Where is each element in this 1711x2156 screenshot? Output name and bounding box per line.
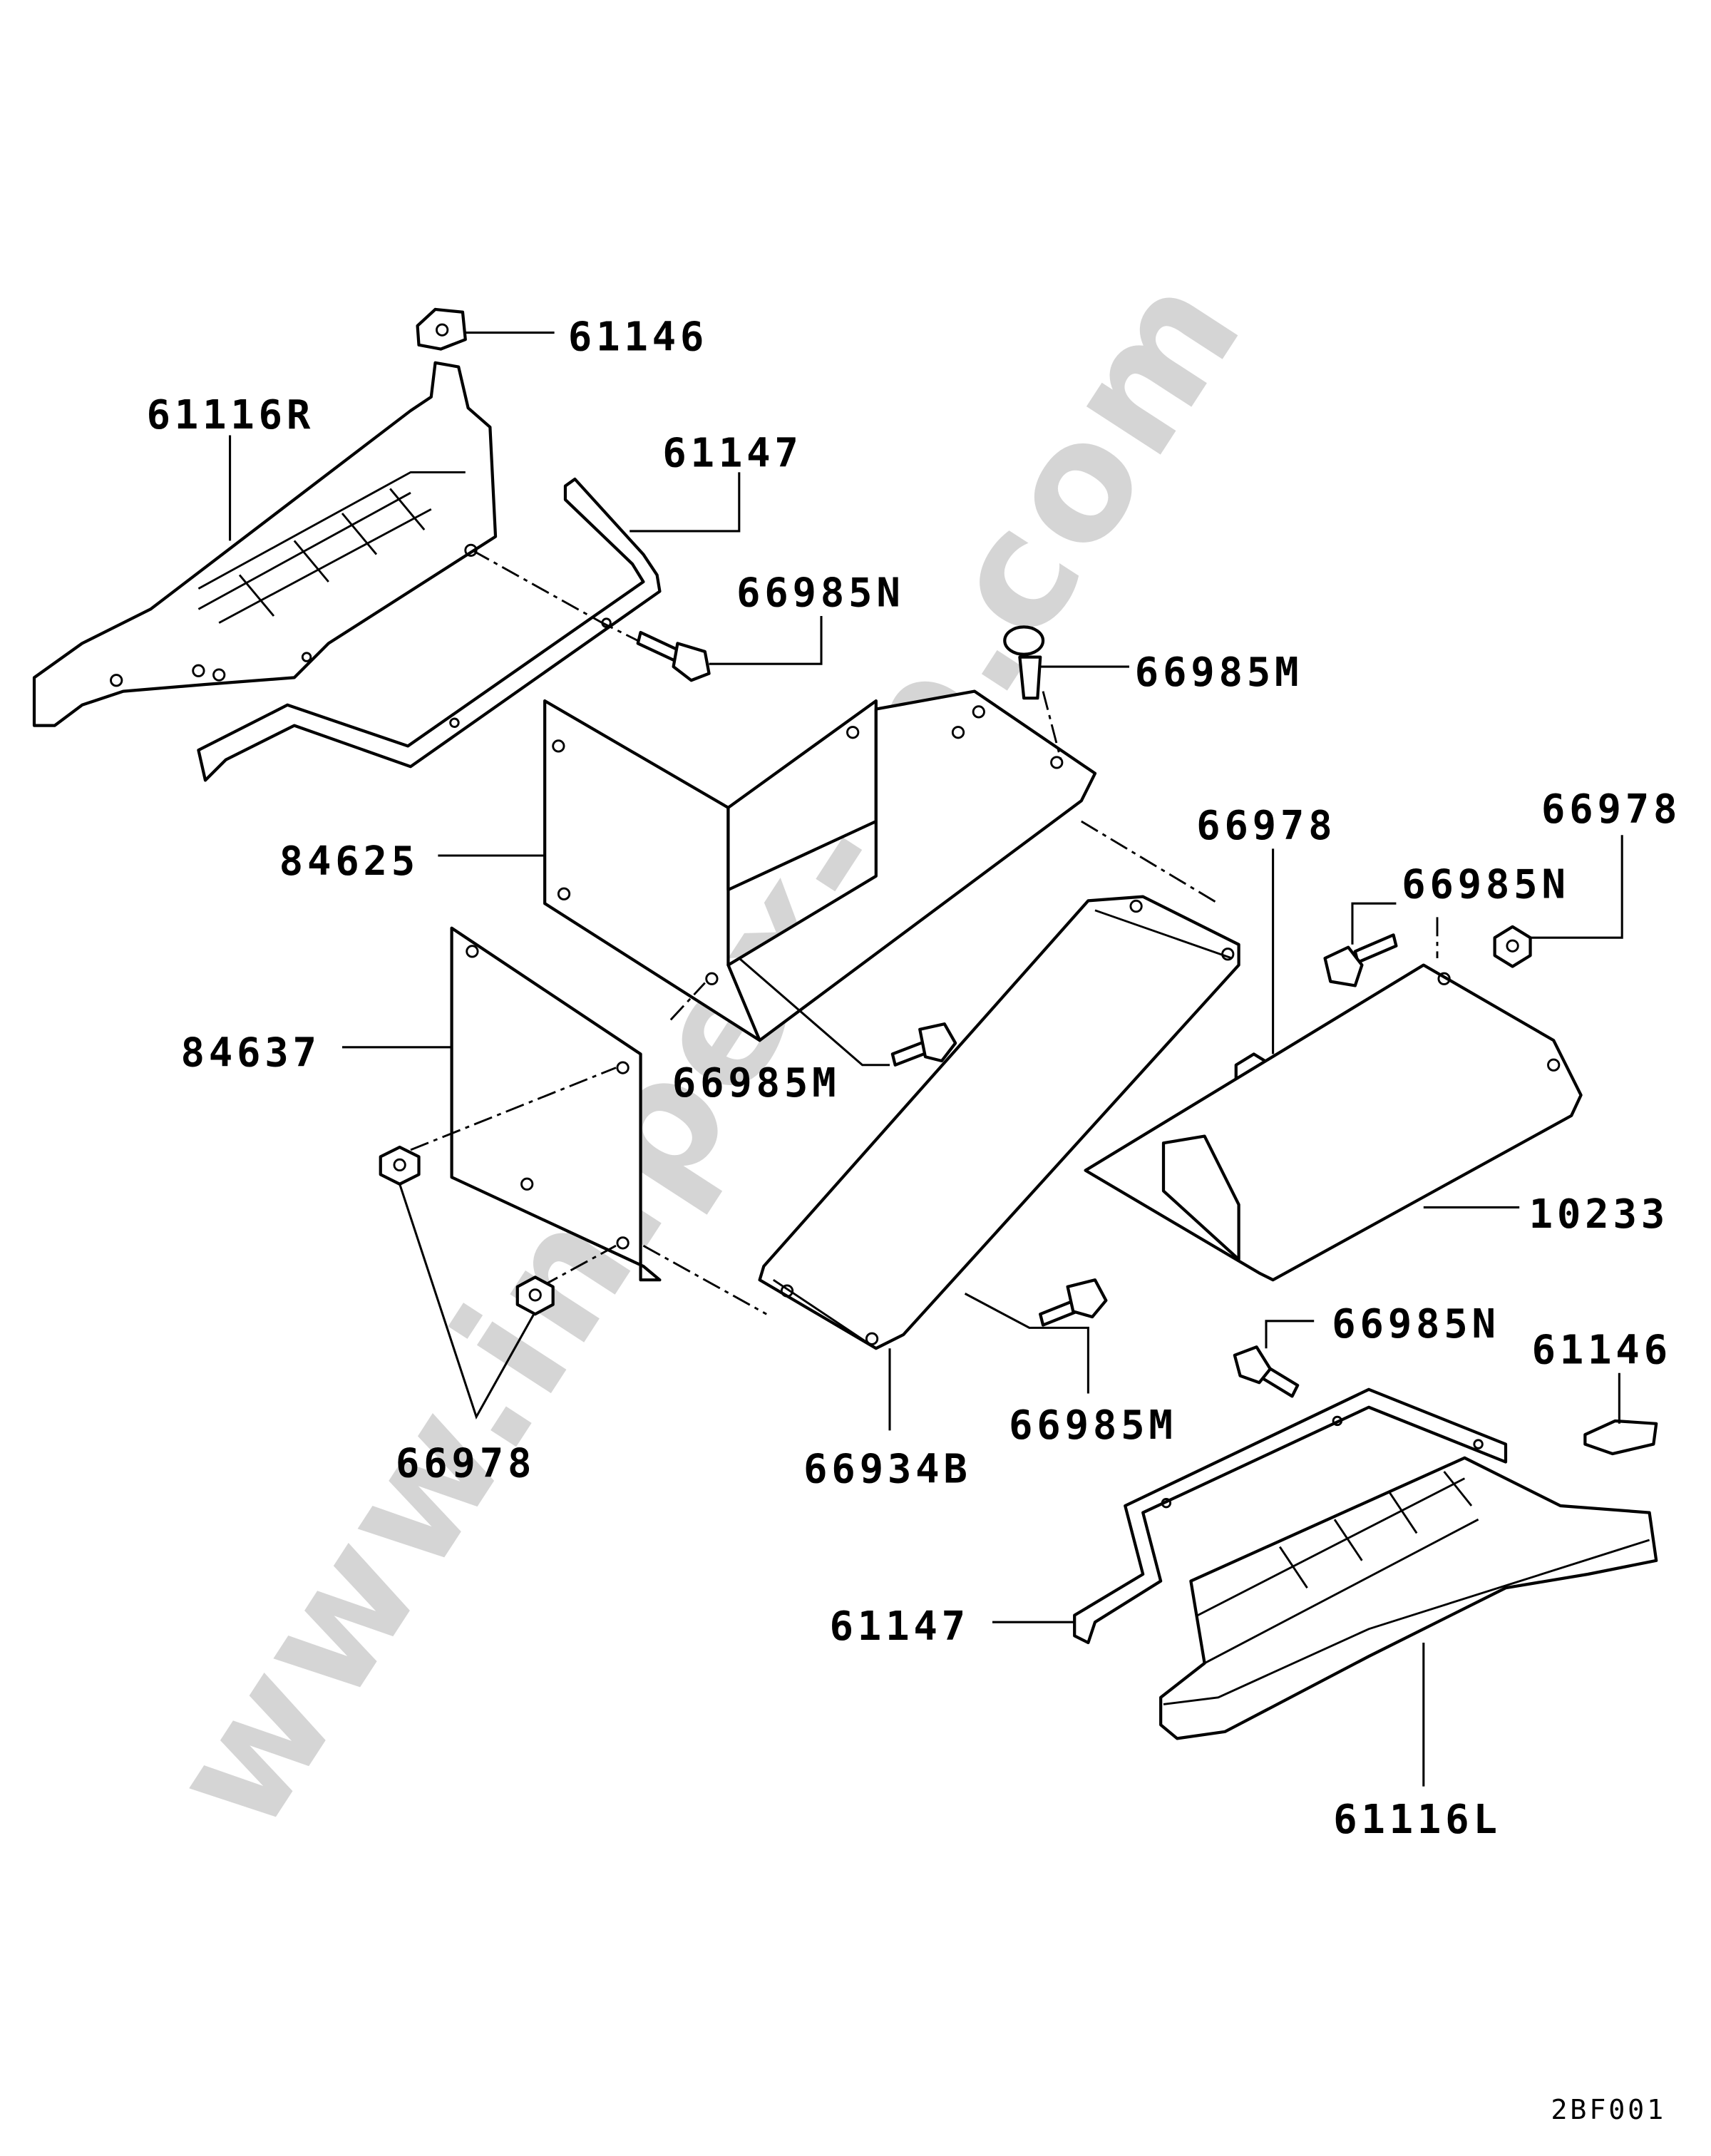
drawing-code: 2BF001 xyxy=(1551,2094,1666,2126)
bolt-66985N-top xyxy=(636,630,711,682)
cover-10233 xyxy=(1084,963,1583,1282)
leader-61147-top xyxy=(630,472,741,533)
label-61147-top: 61147 xyxy=(662,431,802,477)
leader-66985M-bottom xyxy=(964,1293,1089,1394)
guard-61116L xyxy=(1159,1456,1658,1740)
leader-66985M-mid xyxy=(738,957,890,1067)
guard-61116R xyxy=(32,361,498,727)
bracket-61146-bottom xyxy=(1583,1419,1658,1456)
label-66985N-right: 66985N xyxy=(1402,862,1570,908)
label-66985M-bottom: 66985M xyxy=(1009,1402,1177,1449)
label-66985M-mid: 66985M xyxy=(672,1060,841,1107)
bolt-66985N-right xyxy=(1323,933,1398,987)
label-61146-bottom: 61146 xyxy=(1531,1327,1671,1373)
leader-66985N-bottom xyxy=(1265,1320,1315,1349)
leader-66978-right xyxy=(1530,835,1623,939)
label-66934B: 66934B xyxy=(803,1446,972,1492)
centerline xyxy=(1042,691,1219,905)
label-10233: 10233 xyxy=(1529,1191,1669,1238)
label-61116L: 61116L xyxy=(1333,1797,1501,1843)
bolt-66985M-bottom xyxy=(1039,1278,1108,1327)
frame-61147-bottom xyxy=(1073,1387,1508,1645)
bolt-66985M-mid xyxy=(890,1022,957,1067)
plate-84625 xyxy=(543,689,1097,1042)
label-84637: 84637 xyxy=(180,1030,320,1077)
centerline xyxy=(471,549,644,645)
bolt-66985M-top xyxy=(1003,625,1045,700)
leader-66985N-right xyxy=(1351,902,1397,945)
centerline xyxy=(410,982,767,1315)
label-61116R: 61116R xyxy=(146,392,314,438)
bracket-61146-top xyxy=(416,307,467,351)
nut-66978-right xyxy=(1493,925,1532,968)
cover-66934B xyxy=(758,895,1240,1350)
leader-66978-left xyxy=(399,1184,535,1420)
nut-66978-left-a xyxy=(379,1145,421,1186)
label-61146-top: 61146 xyxy=(568,314,708,361)
label-66978-right: 66978 xyxy=(1541,786,1681,833)
label-66985M-top: 66985M xyxy=(1135,650,1303,696)
label-66978-mid: 66978 xyxy=(1196,803,1336,849)
bolt-66985N-bottom xyxy=(1233,1345,1300,1398)
label-66978-left: 66978 xyxy=(396,1441,535,1487)
label-66985N-top: 66985N xyxy=(736,570,905,617)
label-66985N-bottom: 66985N xyxy=(1332,1301,1500,1348)
label-84625: 84625 xyxy=(279,838,419,885)
plate-84637 xyxy=(450,926,662,1282)
label-61147-bottom: 61147 xyxy=(830,1603,970,1650)
leader-66985N-top xyxy=(709,616,823,665)
nut-66978-left-b xyxy=(515,1275,555,1316)
